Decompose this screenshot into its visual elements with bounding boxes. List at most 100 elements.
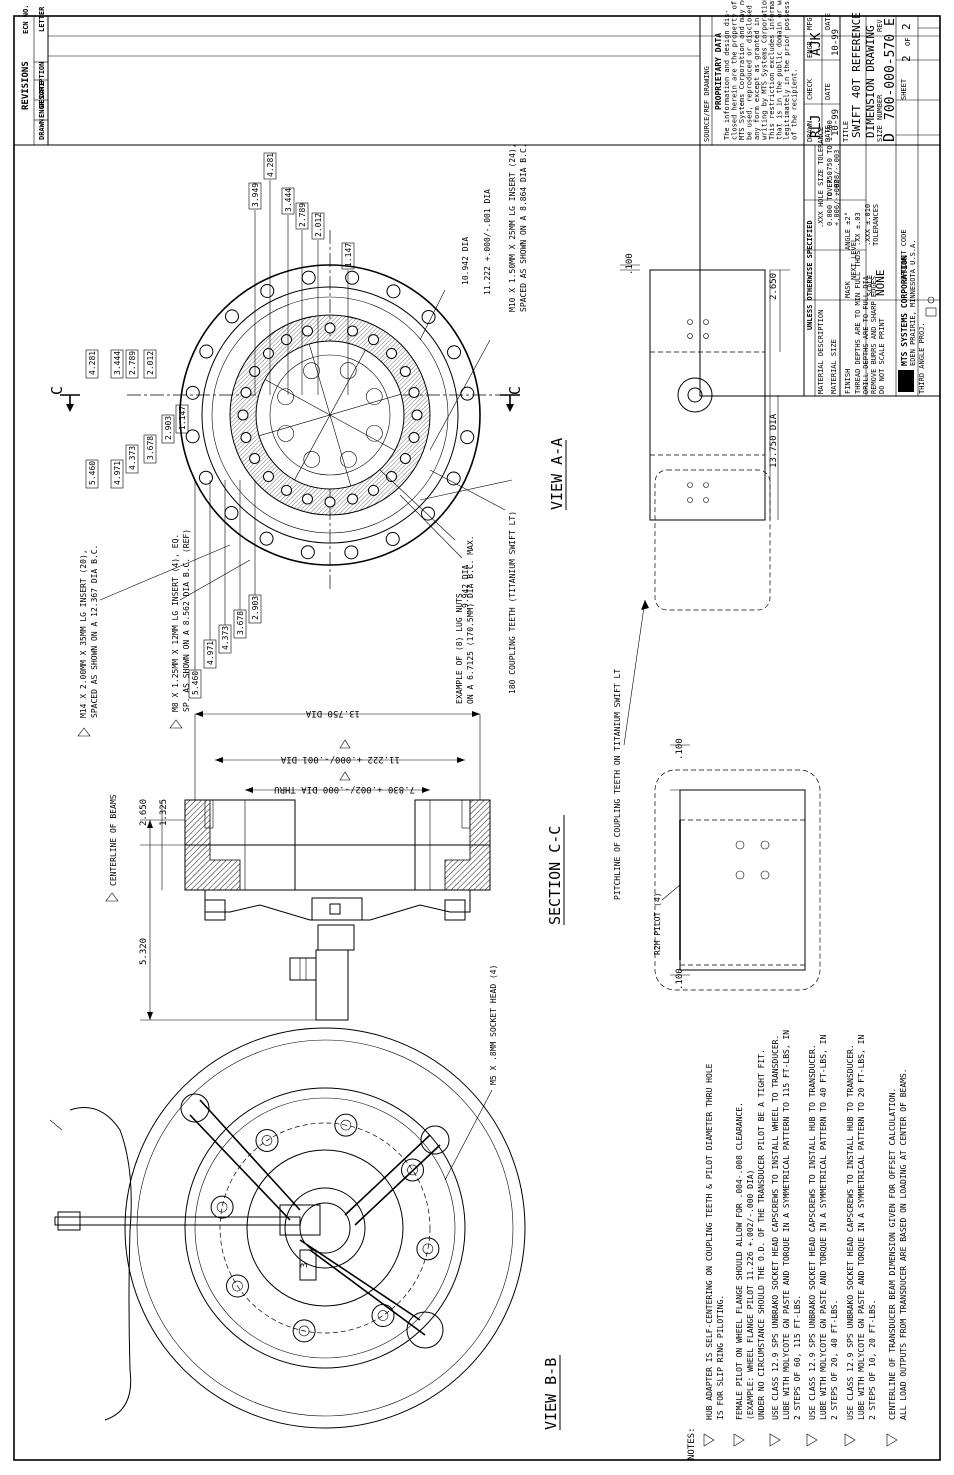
dim-value-bottom: 4.971 bbox=[206, 641, 215, 665]
m10-hole bbox=[301, 493, 313, 505]
dim-value-top: 2.012 bbox=[314, 213, 323, 237]
m10-hole bbox=[368, 484, 379, 496]
note-line: LUBE WITH MOLYCOTE GN PASTE AND TORQUE I… bbox=[782, 1030, 791, 1420]
pitchline-label: PITCHLINE OF COUPLING TEETH ON TITANIUM … bbox=[613, 669, 622, 900]
pilot-hole bbox=[703, 333, 709, 339]
m14-hole bbox=[301, 270, 316, 285]
dim-value-top: 2.789 bbox=[298, 203, 307, 227]
m10-hole bbox=[386, 347, 398, 359]
product-code-label: PRODUCT CODE bbox=[900, 229, 908, 280]
thread-note: THREAD DEPTHS ARE TO MIN FULL THDS bbox=[854, 251, 862, 394]
m10-hole bbox=[281, 484, 292, 496]
dim-2650-side: 2.650 bbox=[769, 273, 779, 300]
sheet-total: 2 bbox=[900, 23, 913, 30]
proprietary-line: The information and design dis- bbox=[723, 9, 731, 140]
tolerance-range-2: OVER .750 TO 1.500 bbox=[826, 120, 834, 196]
material-size-label: MATERIAL SIZE bbox=[830, 339, 838, 394]
burr-note: REMOVE BURRS AND SHARP EDGES bbox=[870, 276, 878, 394]
pilot-hole bbox=[760, 870, 770, 880]
date-2: 10-99 bbox=[831, 29, 841, 56]
drawing-number: 700-000-570 bbox=[883, 34, 898, 120]
dim-box bbox=[143, 349, 157, 379]
dim-box bbox=[311, 212, 325, 240]
material-description-label: MATERIAL DESCRIPTION bbox=[817, 310, 825, 394]
tolerances-label: TOLERANCES bbox=[872, 204, 880, 246]
m10-hole bbox=[399, 366, 411, 377]
scale-note: DO NOT SCALE PRINT bbox=[878, 317, 886, 394]
note-delta-icon bbox=[703, 1433, 715, 1447]
title-label: TITLE bbox=[842, 121, 850, 142]
notes-block: NOTES: HUB ADAPTER IS SELF-CENTERING ON … bbox=[687, 1030, 908, 1460]
dim-value-top: 3.444 bbox=[284, 188, 293, 212]
mfg-label: MFG bbox=[806, 17, 814, 30]
dim-value-right: 4.281 bbox=[88, 351, 97, 375]
lug-nut bbox=[334, 1113, 358, 1137]
m14-hole bbox=[344, 545, 359, 560]
finish-label: FINISH bbox=[844, 369, 852, 394]
notes-title: NOTES: bbox=[687, 1427, 697, 1460]
m14-hole bbox=[446, 471, 461, 486]
note-line: USE CLASS 12.9 SPS UNBRAKO SOCKET HEAD C… bbox=[771, 1035, 780, 1420]
r2m-pilot-label: R2M PILOT (4) bbox=[653, 892, 662, 955]
sheet-size: D bbox=[880, 133, 898, 142]
m10-hole bbox=[262, 347, 274, 359]
m14-hole bbox=[460, 386, 475, 401]
dim-box bbox=[125, 444, 139, 474]
dim-100-top: .100 bbox=[625, 253, 635, 275]
note-delta-icon bbox=[844, 1433, 856, 1447]
m14-hole bbox=[421, 506, 436, 521]
dim-value-bottom: 4.373 bbox=[221, 626, 230, 650]
wheel-lug-holes bbox=[210, 1113, 440, 1343]
dia-13750-side-label: 13.750 DIA bbox=[769, 413, 779, 468]
note-delta-icon bbox=[769, 1433, 781, 1447]
m10-hole bbox=[240, 386, 252, 398]
m14-hole bbox=[224, 506, 239, 521]
dim-value-left: 3.678 bbox=[146, 436, 155, 460]
dia-13750-label: 13.750 DIA bbox=[305, 708, 360, 718]
pilot-hole bbox=[687, 482, 693, 488]
pilot-holes-lower bbox=[735, 840, 770, 880]
m10-hole bbox=[347, 325, 359, 337]
m14-hole bbox=[345, 270, 360, 285]
pilot-hole bbox=[687, 333, 693, 339]
lug-hole bbox=[303, 451, 321, 468]
m10-hole bbox=[249, 453, 261, 464]
engr-initials: AJK bbox=[809, 32, 824, 56]
revision-letter: E bbox=[883, 18, 898, 26]
dia-11222-label: 11.222 +.000/-.001 DIA bbox=[483, 189, 492, 295]
note-line: USE CLASS 12.9 SPS UNBRAKO SOCKET HEAD C… bbox=[846, 1044, 855, 1420]
outer-flange bbox=[179, 264, 481, 566]
note-line: UNDER NO CIRCUMSTANCE SHOULD THE O.D. OF… bbox=[757, 1049, 766, 1420]
company-address: EDEN PRAIRIE, MINNESOTA U.S.A. bbox=[909, 240, 917, 366]
pilot-hole bbox=[735, 840, 745, 850]
m10-hole bbox=[240, 432, 252, 444]
dim-value-left: 5.460 bbox=[88, 461, 97, 485]
lug-hole bbox=[277, 388, 294, 406]
dim-value-left: 2.903 bbox=[164, 416, 173, 440]
dim-value-bottom: 5.460 bbox=[191, 671, 200, 695]
pilot-holes-upper bbox=[687, 319, 709, 503]
m10-hole bbox=[237, 409, 249, 421]
m10-insert-label-2: SPACED AS SHOWN ON A 8.864 DIA B.C. bbox=[519, 143, 528, 312]
dim-1325: 1.325 bbox=[159, 799, 169, 826]
proprietary-text: The information and design dis-closed he… bbox=[723, 0, 799, 140]
dim-value-bottom: 3.678 bbox=[236, 611, 245, 635]
note-line: CENTERLINE OF TRANSDUCER BEAM DIMENSION … bbox=[888, 1088, 897, 1420]
proprietary-line: that is in the public domain or was bbox=[776, 0, 784, 140]
note-line: 2 STEPS OF 60, 115 FT-LBS. bbox=[793, 1295, 802, 1420]
mask-label: MASK bbox=[844, 280, 852, 298]
m14-hole bbox=[185, 385, 200, 400]
rev-letter-header: LETTER bbox=[38, 6, 46, 32]
third-angle-label: THIRD ANGLE PROJ. bbox=[918, 322, 926, 394]
xxx-tolerance: .XXX ±.010 bbox=[864, 204, 872, 246]
m10-hole bbox=[281, 334, 292, 346]
note-delta-icon bbox=[733, 1433, 745, 1447]
number-label: NUMBER bbox=[876, 94, 884, 120]
lug-nut bbox=[225, 1274, 249, 1298]
dim-value-bottom: 2.903 bbox=[251, 596, 260, 620]
m14-hole bbox=[447, 345, 462, 360]
drawing-title-1: SWIFT 40T REFERENCE bbox=[850, 12, 863, 138]
dim-box bbox=[341, 242, 355, 270]
dim-value-left: 4.971 bbox=[113, 461, 122, 485]
lug-nut-center bbox=[377, 1310, 389, 1321]
